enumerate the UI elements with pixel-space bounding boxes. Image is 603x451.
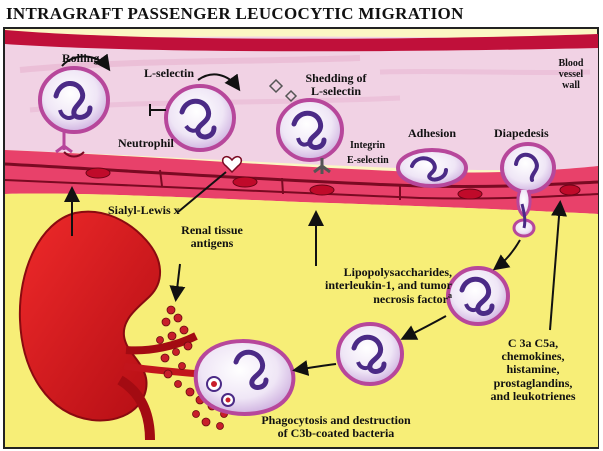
neutrophil-adhesion: [398, 150, 466, 186]
label-renal-tissue-antigens: Renal tissue antigens: [162, 224, 262, 250]
label-diapedesis: Diapedesis: [494, 127, 549, 140]
label-shedding-line2: L-selectin: [296, 85, 376, 98]
diagram-title: INTRAGRAFT PASSENGER LEUCOCYTIC MIGRATIO…: [6, 5, 464, 24]
neutrophil-migrating-1: [448, 268, 508, 324]
label-phago-line2: of C3b-coated bacteria: [236, 427, 436, 440]
neutrophil-phagocytosis: [196, 341, 294, 414]
neutrophil-migrating-2: [338, 324, 402, 384]
label-c3a-line3: histamine,: [470, 363, 596, 376]
label-lps-line2: interleukin-1, and tumor: [262, 279, 452, 292]
label-chemical-mediators: C 3a C5a, chemokines, histamine, prostag…: [470, 337, 596, 403]
label-lps-text: necrosis factor: [373, 292, 448, 306]
label-e-selectin: E-selectin: [347, 155, 389, 166]
label-adhesion: Adhesion: [408, 127, 456, 140]
label-shedding: Shedding of L-selectin: [296, 72, 376, 98]
label-lps-line3: necrosis factora: [262, 292, 452, 306]
label-blood-vessel-line1: Blood: [548, 58, 594, 69]
label-integrin: Integrin: [350, 140, 385, 151]
label-neutrophil: Neutrophil: [118, 137, 174, 150]
label-phagocytosis: Phagocytosis and destruction of C3b-coat…: [236, 414, 436, 440]
label-sialyl-lewis: Sialyl-Lewis x: [108, 204, 180, 217]
label-c3a-line5: and leukotrienes: [470, 390, 596, 403]
label-c3a-line4: prostaglandins,: [470, 377, 596, 390]
label-blood-vessel-line2: vessel: [548, 69, 594, 80]
label-blood-vessel-line3: wall: [548, 80, 594, 91]
label-renal-line2: antigens: [162, 237, 262, 250]
label-blood-vessel-wall: Blood vessel wall: [548, 58, 594, 91]
label-rolling: Rolling: [62, 52, 99, 65]
label-l-selectin: L-selectin: [144, 67, 194, 80]
label-lps-superscript: a: [448, 291, 452, 300]
label-lipopolysaccharides: Lipopolysaccharides, interleukin-1, and …: [262, 266, 452, 307]
